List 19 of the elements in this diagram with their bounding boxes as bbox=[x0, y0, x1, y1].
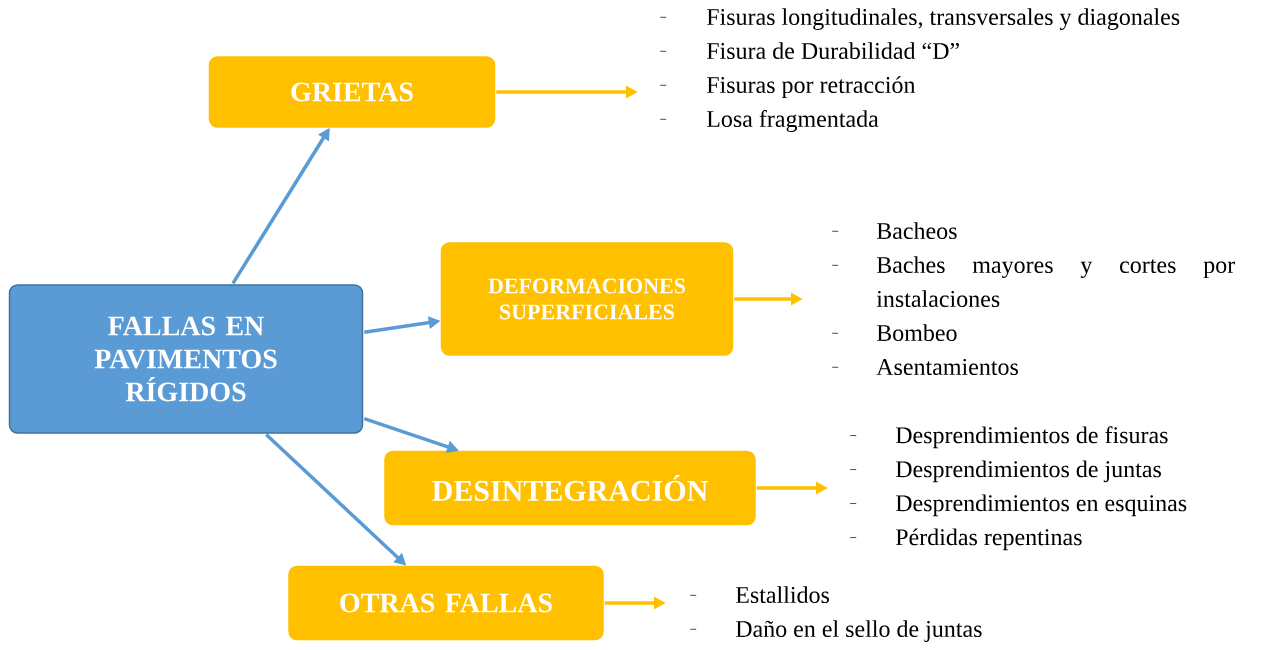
category-box: OTRAS FALLAS bbox=[288, 565, 604, 641]
category-box: DEFORMACIONES SUPERFICIALES bbox=[440, 242, 734, 356]
category-box: GRIETAS bbox=[208, 56, 496, 128]
list-item: Desprendimientos de juntas bbox=[849, 460, 1161, 483]
list-item: Estallidos bbox=[689, 586, 829, 604]
category-box: DESINTEGRACIÓN bbox=[384, 450, 756, 526]
list-item: Baches mayores y cortes por instalaciones bbox=[831, 256, 1235, 308]
list-item: Asentamientos bbox=[831, 358, 1018, 376]
list-item: Desprendimientos en esquinas bbox=[849, 494, 1187, 517]
list-item: Fisuras longitudinales, transversales y diagonales bbox=[659, 8, 1180, 31]
list-item: Bombeo bbox=[831, 324, 957, 342]
list-item: Fisura de Durabilidad “D” bbox=[659, 42, 959, 60]
list-item: Pérdidas repentinas bbox=[849, 528, 1082, 551]
list-item: Daño en el sello de juntas bbox=[689, 620, 982, 642]
list-item: Desprendimientos de fisuras bbox=[849, 426, 1168, 449]
list-item: Losa fragmentada bbox=[659, 109, 879, 132]
list-item: Bacheos bbox=[831, 222, 957, 240]
category-box: FALLAS EN PAVIMENTOS RÍGIDOS bbox=[8, 284, 364, 434]
list-item: Fisuras por retracción bbox=[659, 76, 916, 98]
